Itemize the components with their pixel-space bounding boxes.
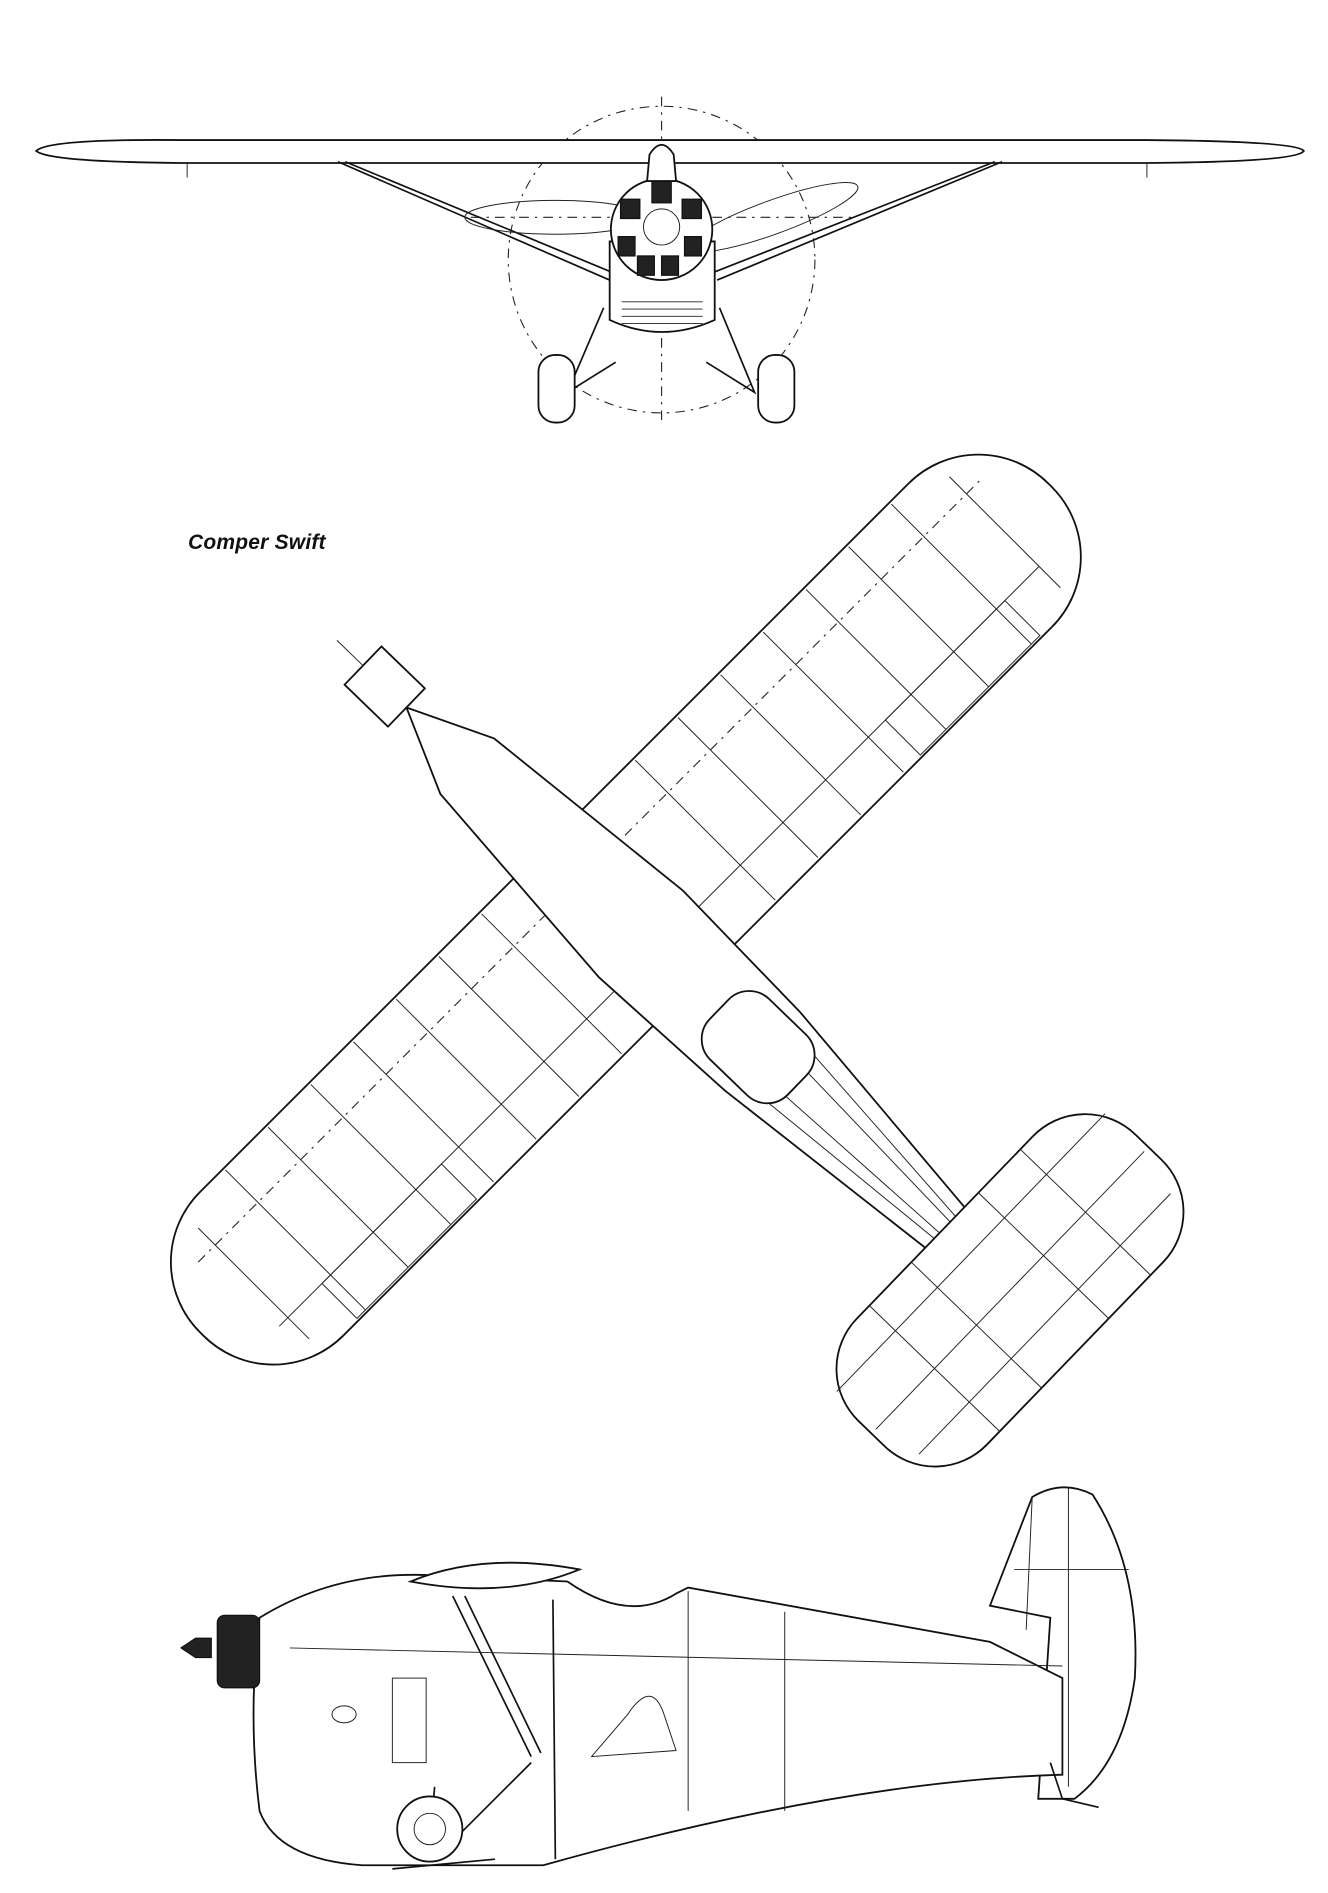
spinner xyxy=(180,1637,212,1659)
side-fin xyxy=(988,1486,1137,1800)
side-fuselage xyxy=(252,1573,1064,1867)
front-view xyxy=(34,96,1305,424)
plan-engine xyxy=(343,645,427,728)
side-engine xyxy=(216,1614,261,1689)
plan-view xyxy=(169,453,1185,1468)
left-wheel xyxy=(537,354,576,424)
side-wheel xyxy=(396,1795,464,1863)
right-wheel xyxy=(757,354,796,424)
propeller-disc xyxy=(507,105,816,414)
side-wing xyxy=(407,1561,583,1590)
cockpit xyxy=(700,990,816,1105)
radial-engine-cylinders xyxy=(617,180,703,276)
drawing-title: Comper Swift xyxy=(188,531,326,554)
side-view xyxy=(180,1486,1137,1870)
